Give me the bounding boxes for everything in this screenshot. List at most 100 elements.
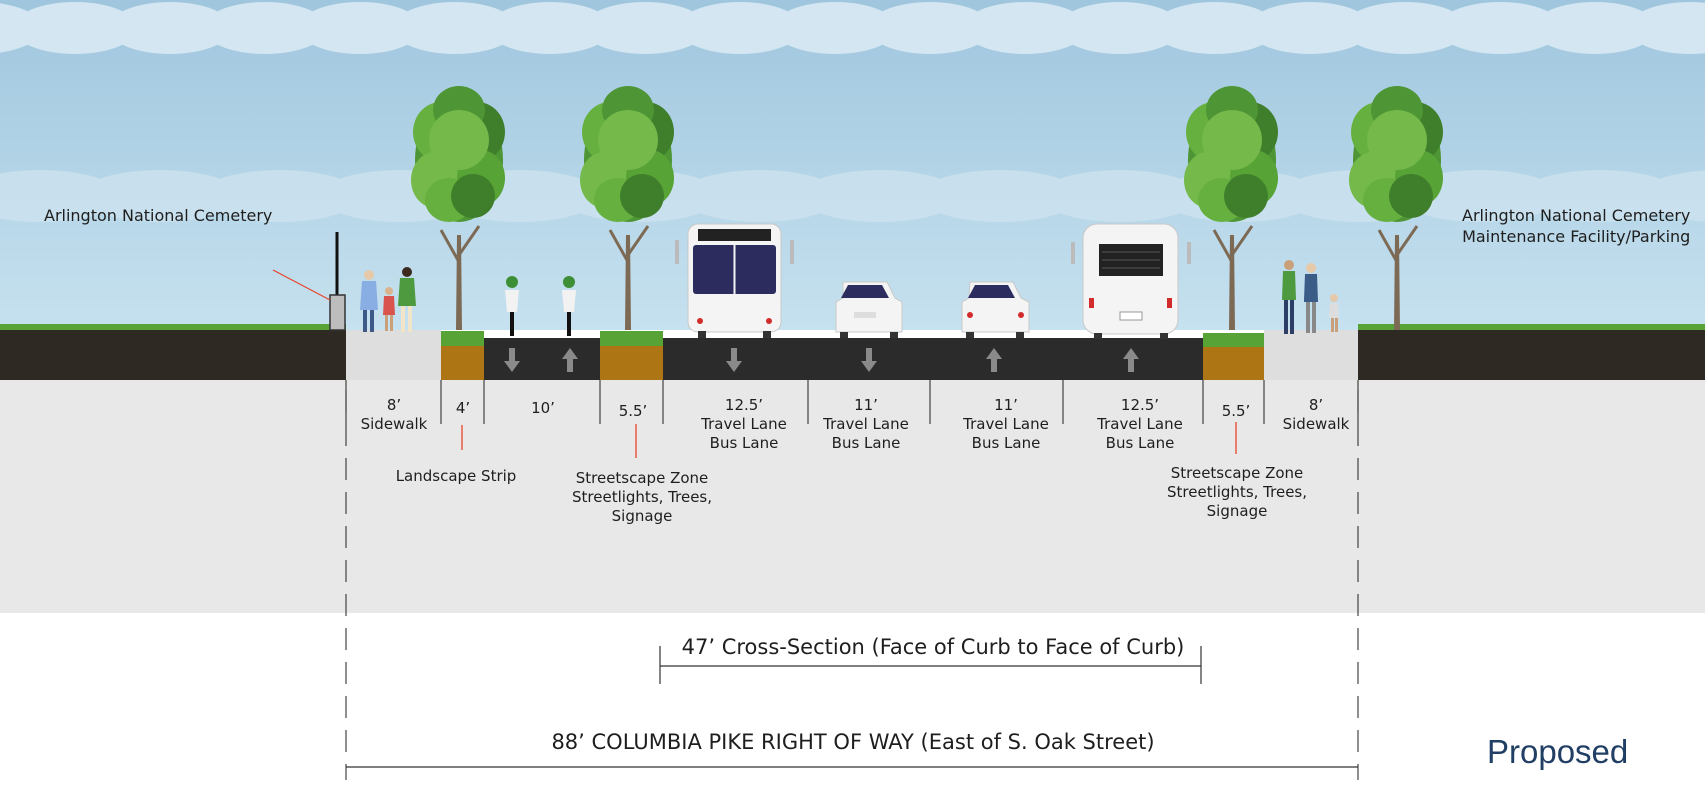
segment-label-sidewalk-left: 8’ Sidewalk: [361, 396, 428, 434]
travel-lanes: [663, 338, 1203, 380]
streetscape-left-planter: [600, 331, 663, 380]
cloud: [108, 2, 232, 54]
cloud: [393, 2, 517, 54]
grass-right: [1358, 324, 1705, 330]
place-label-right-line1: Arlington National Cemetery: [1462, 206, 1691, 225]
segment-detail: Bus Lane: [709, 434, 779, 452]
sidewalk-left: [346, 330, 441, 380]
sidewalk-right: [1264, 330, 1358, 380]
callout-line: Streetscape Zone: [575, 469, 709, 487]
bike-lane: [484, 338, 600, 380]
segment-width: 10’: [531, 399, 555, 417]
cloud: [963, 2, 1087, 54]
segment-label-bike-lane: 10’: [531, 399, 555, 418]
soil-left: [0, 330, 346, 380]
segment-label-lane-3: 11’ Travel Lane Bus Lane: [963, 396, 1049, 453]
cloud: [203, 2, 327, 54]
segment-name: Travel Lane: [1097, 415, 1183, 433]
cloud: [200, 170, 360, 222]
segment-width: 12.5’: [1120, 396, 1160, 414]
segment-label-landscape-strip: 4’: [456, 399, 470, 418]
cloud: [1153, 2, 1277, 54]
segment-label-sidewalk-right: 8’ Sidewalk: [1283, 396, 1350, 434]
clouds-top: [0, 2, 1705, 54]
cloud: [773, 2, 897, 54]
bus-front: [675, 223, 794, 338]
cloud: [1438, 2, 1562, 54]
streetscape-right-planter: [1203, 333, 1264, 380]
tree: [411, 86, 505, 330]
grass-left: [0, 324, 346, 330]
cloud: [1640, 170, 1705, 222]
cloud: [920, 170, 1080, 222]
segment-name: Travel Lane: [823, 415, 909, 433]
segment-label-streetscape-left: 5.5’: [619, 402, 648, 421]
lane-arrow-up: [986, 348, 1002, 372]
segment-label-lane-1: 12.5’ Travel Lane Bus Lane: [701, 396, 787, 453]
right-of-way-dimension-label: 88’ COLUMBIA PIKE RIGHT OF WAY (East of …: [551, 730, 1155, 754]
segment-detail: Bus Lane: [971, 434, 1041, 452]
car-front: [835, 281, 903, 338]
segment-width: 5.5’: [1221, 402, 1251, 420]
cloud: [1343, 2, 1467, 54]
place-label-left: Arlington National Cemetery: [44, 206, 273, 225]
callout-line: Streetscape Zone: [1170, 464, 1304, 482]
callout-text: Landscape Strip: [395, 467, 517, 485]
lane-arrow-up: [562, 348, 578, 372]
cloud: [678, 2, 802, 54]
place-label-right: Arlington National Cemetery Maintenance …: [1462, 205, 1690, 247]
lane-arrow-down: [726, 348, 742, 372]
cloud: [1248, 2, 1372, 54]
tree: [1349, 86, 1443, 330]
cloud: [1058, 2, 1182, 54]
cloud: [1520, 170, 1680, 222]
segment-width: 8’: [386, 396, 402, 414]
cloud: [13, 2, 137, 54]
cloud: [80, 170, 240, 222]
segment-name: Sidewalk: [1282, 415, 1350, 433]
segment-name: Travel Lane: [701, 415, 787, 433]
status-label: Proposed: [1487, 733, 1629, 770]
place-label-right-line2: Maintenance Facility/Parking: [1462, 227, 1691, 246]
tree: [1184, 86, 1278, 330]
callout-streetscape-right: Streetscape Zone Streetlights, Trees, Si…: [1167, 464, 1307, 521]
segment-width: 12.5’: [724, 396, 764, 414]
segment-name: Sidewalk: [360, 415, 428, 433]
cross-section-dimension-line: [659, 646, 1202, 684]
pedestrians-right: [1282, 260, 1339, 334]
callout-line: Streetlights, Trees,: [571, 488, 713, 506]
cloud: [868, 2, 992, 54]
callout-line: Streetlights, Trees,: [1166, 483, 1308, 501]
segment-width: 8’: [1308, 396, 1324, 414]
cyclists: [505, 276, 576, 336]
segment-label-streetscape-right: 5.5’: [1222, 402, 1251, 421]
landscape-strip-planter: [441, 331, 484, 380]
trees: [411, 86, 1443, 330]
cloud: [0, 170, 120, 222]
bus-rear: [1071, 223, 1191, 339]
callout-streetscape-left: Streetscape Zone Streetlights, Trees, Si…: [572, 469, 712, 526]
lane-arrow-down: [861, 348, 877, 372]
callout-line: Signage: [611, 507, 673, 525]
lane-arrow-down: [504, 348, 520, 372]
segment-width: 11’: [994, 396, 1018, 414]
cloud: [1533, 2, 1657, 54]
segment-label-lane-2: 11’ Travel Lane Bus Lane: [823, 396, 909, 453]
car-rear: [961, 281, 1030, 338]
segment-width: 4’: [455, 399, 471, 417]
cloud: [298, 2, 422, 54]
callout-landscape-strip: Landscape Strip: [396, 467, 517, 486]
segment-name: Travel Lane: [963, 415, 1049, 433]
segment-detail: Bus Lane: [831, 434, 901, 452]
cloud: [680, 170, 840, 222]
cloud: [488, 2, 612, 54]
segment-width: 11’: [854, 396, 878, 414]
cross-section-dimension-label: 47’ Cross-Section (Face of Curb to Face …: [681, 635, 1185, 659]
tree: [580, 86, 674, 330]
cloud: [1040, 170, 1200, 222]
lane-arrow-up: [1123, 348, 1139, 372]
cloud: [583, 2, 707, 54]
underground-zone: [0, 380, 1705, 613]
